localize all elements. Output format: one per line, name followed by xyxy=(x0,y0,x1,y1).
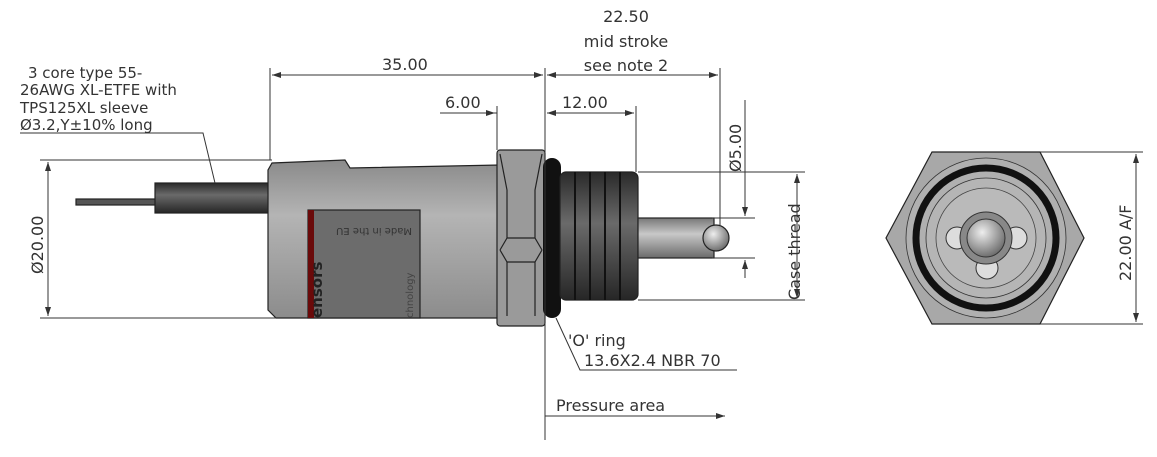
cable-wire xyxy=(75,198,159,206)
case-thread-label: Case thread xyxy=(785,203,804,300)
cable-note-line: TPS125XL sleeve xyxy=(19,99,148,117)
label-made-in: Made in the EU xyxy=(336,225,412,236)
label-brand: ensors xyxy=(308,262,326,318)
cable-sleeve xyxy=(154,182,273,214)
probe-diameter-label: Ø5.00 xyxy=(726,124,745,172)
sensor-side-view: Made in the EU ensors chnology xyxy=(75,149,730,327)
product-label: Made in the EU ensors chnology xyxy=(307,209,421,319)
case-thread xyxy=(559,171,639,301)
mid-stroke-value: 22.50 xyxy=(603,7,649,26)
cable-note-line: 3 core type 55- xyxy=(28,64,142,82)
cable-note-line: Ø3.2,Y±10% long xyxy=(20,116,153,134)
mid-stroke-label: mid stroke xyxy=(584,32,668,51)
label-tagline: chnology xyxy=(405,272,416,318)
o-ring xyxy=(543,158,561,318)
probe-tip xyxy=(702,224,730,252)
cable-note: 3 core type 55- 26AWG XL-ETFE with TPS12… xyxy=(19,64,177,134)
hex-af-label: 22.00 A/F xyxy=(1116,205,1135,281)
thread-length-label: 12.00 xyxy=(562,93,608,112)
dimension-lines xyxy=(20,68,1143,440)
pressure-area-label: Pressure area xyxy=(556,396,665,415)
cable-note-line: 26AWG XL-ETFE with xyxy=(20,81,177,99)
hex-length-label: 6.00 xyxy=(445,93,481,112)
overall-length-label: 35.00 xyxy=(382,55,428,74)
body-diameter-label: Ø20.00 xyxy=(28,216,47,274)
o-ring-spec: 13.6X2.4 NBR 70 xyxy=(584,351,721,370)
hex-nut xyxy=(496,149,546,327)
mid-stroke-note: see note 2 xyxy=(584,56,668,75)
sensor-end-view xyxy=(885,151,1085,325)
o-ring-title: 'O' ring xyxy=(568,331,626,350)
